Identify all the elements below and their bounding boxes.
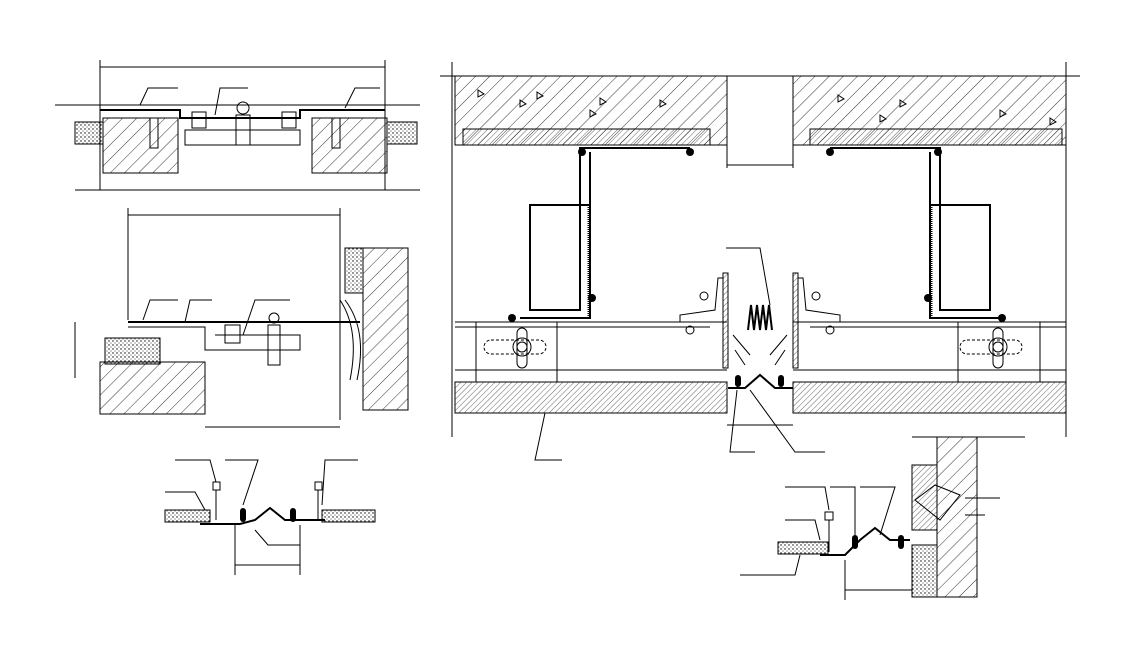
cover-plate (728, 373, 793, 389)
bellows-seal (747, 304, 773, 331)
z-bracket-left (529, 147, 690, 311)
anchor-bolt-left (483, 327, 547, 369)
ceiling-panel-right (792, 381, 1067, 414)
corner-cover-section (740, 436, 1025, 600)
main-roof-joint-section (440, 62, 1080, 461)
ceiling-panel-left (454, 381, 728, 414)
floor-joint-section (55, 60, 420, 191)
wall-floor-corner-section (74, 208, 409, 428)
floor-cover-section (164, 459, 376, 575)
z-bracket-right (830, 147, 991, 311)
anchor-bolt-right (959, 327, 1023, 369)
